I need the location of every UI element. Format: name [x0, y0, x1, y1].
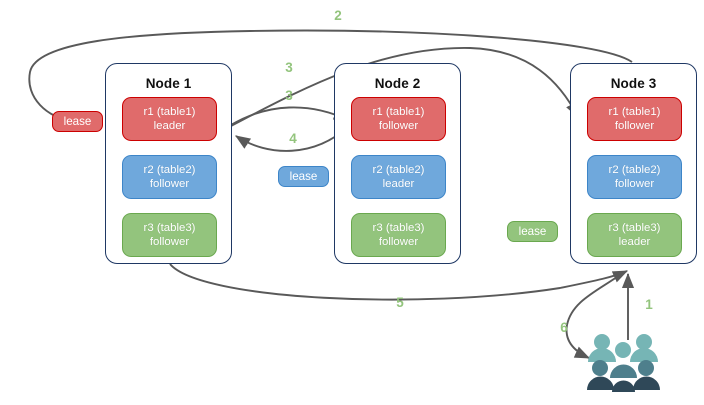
node-1-replica-r2-line1: r2 (table2) [143, 164, 196, 176]
node-1-container[interactable]: Node 1 r1 (table1) leader r2 (table2) fo… [105, 63, 232, 264]
node-1-replica-r2[interactable]: r2 (table2) follower [122, 155, 217, 199]
node-2-replica-r1[interactable]: r1 (table1) follower [351, 97, 446, 141]
node-2-replica-r3[interactable]: r3 (table3) follower [351, 213, 446, 257]
edge-3-short [230, 106, 350, 126]
node-2-replica-r2[interactable]: r2 (table2) leader [351, 155, 446, 199]
node-3-replica-r3-line1: r3 (table3) [608, 222, 661, 234]
node-1-replica-r1-line1: r1 (table1) [143, 106, 196, 118]
lease-red-box[interactable]: lease [52, 111, 103, 132]
node-2-title: Node 2 [374, 76, 421, 91]
node-3-replica-r3[interactable]: r3 (table3) leader [587, 213, 682, 257]
edge-label-1: 1 [645, 297, 653, 312]
node-2-replica-r3-line2: follower [378, 236, 419, 248]
node-3-title: Node 3 [610, 76, 657, 91]
users-group-icon [587, 334, 660, 392]
node-1-replica-r3-line2: follower [149, 236, 190, 248]
node-1-replica-r3[interactable]: r3 (table3) follower [122, 213, 217, 257]
node-3-replica-r1-line2: follower [614, 120, 655, 132]
node-2-replica-r3-line1: r3 (table3) [372, 222, 425, 234]
node-3-replica-r2-line2: follower [614, 178, 655, 190]
edge-label-3-lower: 3 [285, 88, 293, 103]
lease-blue-box[interactable]: lease [278, 166, 329, 187]
node-3-replica-r2-line1: r2 (table2) [608, 164, 661, 176]
node-1-title: Node 1 [145, 76, 192, 91]
node-2-replica-r1-line1: r1 (table1) [372, 106, 425, 118]
edge-label-2: 2 [334, 8, 342, 23]
edge-label-5: 5 [396, 295, 404, 310]
node-2-replica-r2-line2: leader [382, 178, 415, 190]
node-2-container[interactable]: Node 2 r1 (table1) follower r2 (table2) … [334, 63, 461, 264]
node-3-container[interactable]: Node 3 r1 (table1) follower r2 (table2) … [570, 63, 697, 264]
edge-label-3-upper: 3 [285, 60, 293, 75]
node-1-replica-r1[interactable]: r1 (table1) leader [122, 97, 217, 141]
node-3-replica-r2[interactable]: r2 (table2) follower [587, 155, 682, 199]
edge-label-4: 4 [289, 131, 297, 146]
node-3-replica-r1-line1: r1 (table1) [608, 106, 661, 118]
node-1-replica-r2-line2: follower [149, 178, 190, 190]
lease-green-box[interactable]: lease [507, 221, 558, 242]
node-2-replica-r1-line2: follower [378, 120, 419, 132]
node-3-replica-r3-line2: leader [618, 236, 651, 248]
node-1-replica-r3-line1: r3 (table3) [143, 222, 196, 234]
node-2-replica-r2-line1: r2 (table2) [372, 164, 425, 176]
node-1-replica-r1-line2: leader [153, 120, 186, 132]
edge-label-6: 6 [560, 320, 568, 335]
node-3-replica-r1[interactable]: r1 (table1) follower [587, 97, 682, 141]
